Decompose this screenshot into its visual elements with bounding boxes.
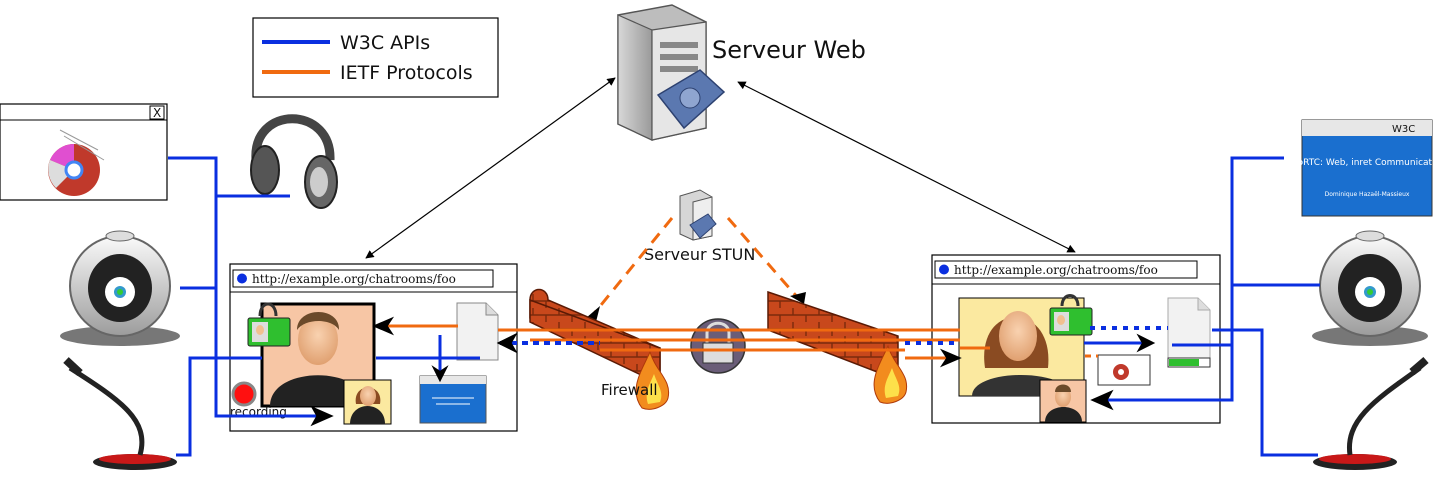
stun-arrow-right bbox=[726, 217, 800, 299]
self-video-right bbox=[1039, 379, 1087, 423]
slide-title: WebRTC: Web, inret Communications bbox=[1284, 158, 1450, 168]
presentation-slide: W3C WebRTC: Web, inret Communications Do… bbox=[1284, 119, 1450, 217]
file-icon-right bbox=[1167, 297, 1211, 368]
stun-server-label: Serveur STUN bbox=[644, 245, 755, 264]
firewall-left bbox=[529, 288, 670, 410]
record-button[interactable] bbox=[231, 381, 257, 407]
headphones-icon bbox=[250, 114, 338, 209]
signal-arrow-left bbox=[365, 77, 616, 259]
right-url-text: http://example.org/chatrooms/foo bbox=[954, 263, 1158, 277]
firewall-right bbox=[767, 290, 908, 404]
ietf-flows bbox=[372, 316, 1098, 368]
slide-author: Dominique Hazaël-Massieux bbox=[1325, 191, 1410, 198]
right-url-bar[interactable] bbox=[934, 260, 1198, 279]
left-url-bar[interactable] bbox=[232, 269, 494, 288]
left-browser-window: http://example.org/chatrooms/foo recordi… bbox=[229, 263, 518, 432]
self-video-left bbox=[343, 379, 392, 425]
web-server-label: Serveur Web bbox=[712, 36, 866, 64]
right-browser-window: http://example.org/chatrooms/foo bbox=[931, 254, 1221, 424]
lock-icon bbox=[690, 318, 746, 374]
signal-arrow-right bbox=[737, 81, 1076, 253]
id-card-icon-right bbox=[1049, 294, 1093, 336]
firewall-label: Firewall bbox=[601, 381, 658, 399]
screen-share-popup: X bbox=[0, 103, 168, 201]
id-card-icon-left bbox=[247, 302, 291, 347]
stun-arrow-left bbox=[590, 217, 674, 317]
w3c-flows bbox=[168, 156, 1320, 457]
shared-screen-thumbnail-right bbox=[1097, 354, 1151, 386]
legend: W3C APIs IETF Protocols bbox=[252, 17, 499, 98]
webcam-icon-right bbox=[1312, 230, 1428, 346]
file-icon-left bbox=[456, 302, 499, 361]
microphone-icon-right bbox=[1313, 356, 1429, 470]
popup-close-label: X bbox=[153, 106, 161, 120]
left-url-text: http://example.org/chatrooms/foo bbox=[252, 272, 456, 286]
slide-header: W3C bbox=[1392, 124, 1415, 135]
webcam-icon-left bbox=[60, 230, 180, 346]
stun-server-icon bbox=[679, 189, 717, 241]
legend-w3c-label: W3C APIs bbox=[340, 32, 430, 54]
web-server-icon bbox=[617, 4, 726, 141]
slide-thumbnail-left bbox=[419, 375, 487, 424]
popup-close-button[interactable] bbox=[149, 105, 165, 120]
legend-ietf-label: IETF Protocols bbox=[340, 62, 473, 84]
microphone-icon-left bbox=[63, 357, 177, 470]
